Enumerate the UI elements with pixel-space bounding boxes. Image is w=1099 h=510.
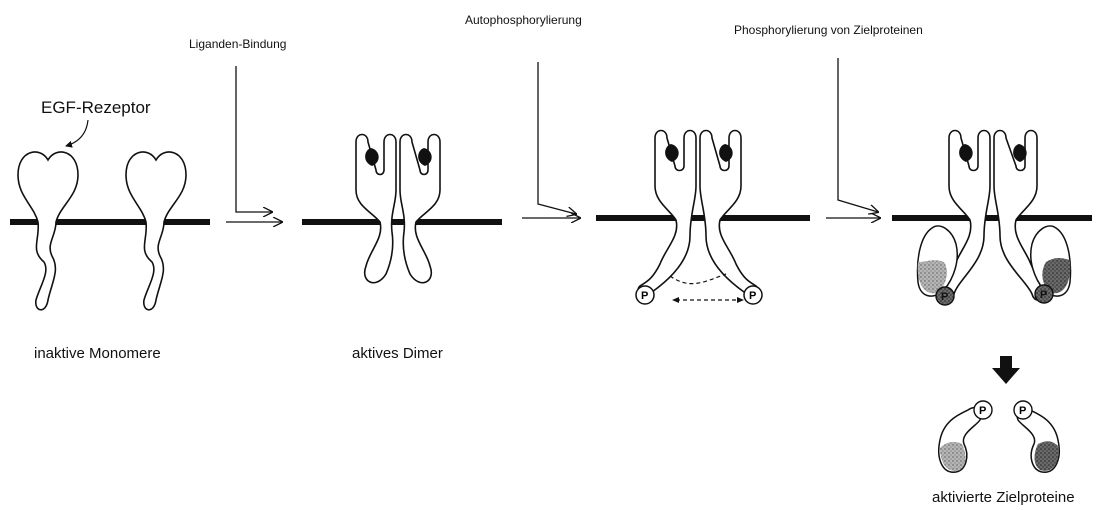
phosphate-right-3: P bbox=[744, 286, 762, 304]
svg-text:P: P bbox=[749, 290, 756, 302]
step-arrow-3 bbox=[838, 58, 878, 212]
label-activated-targets: aktivierte Zielproteine bbox=[932, 489, 1075, 506]
svg-text:P: P bbox=[941, 291, 948, 303]
target-protein-bound-right: P bbox=[1031, 226, 1071, 303]
label-active-dimer: aktives Dimer bbox=[352, 345, 443, 362]
step-label-target-phosphorylation: Phosphorylierung von Zielproteinen bbox=[734, 23, 923, 37]
phosphate-left-3: P bbox=[636, 286, 654, 304]
release-block-arrow bbox=[992, 356, 1020, 384]
dimer-autophosphorylated bbox=[638, 131, 758, 295]
label-egf-receptor: EGF-Rezeptor bbox=[41, 98, 151, 117]
released-target-right: P bbox=[1014, 401, 1059, 472]
step-label-autophosphorylation: Autophosphorylierung bbox=[465, 13, 582, 27]
membrane-4 bbox=[892, 215, 1092, 221]
receptor-pointer-arrow bbox=[66, 120, 88, 146]
step-arrow-2 bbox=[538, 62, 576, 214]
svg-text:P: P bbox=[1040, 289, 1047, 301]
target-protein-bound-left: P bbox=[918, 226, 958, 305]
membrane-3 bbox=[596, 215, 810, 221]
label-inactive-monomers: inaktive Monomere bbox=[34, 345, 161, 362]
svg-text:P: P bbox=[1019, 405, 1026, 417]
monomer-left bbox=[18, 152, 78, 310]
monomer-right bbox=[126, 152, 186, 310]
membrane-2 bbox=[302, 219, 502, 225]
svg-text:P: P bbox=[979, 405, 986, 417]
step-arrow-1 bbox=[236, 66, 272, 212]
step-label-ligand-binding: Liganden-Bindung bbox=[189, 37, 286, 51]
svg-text:P: P bbox=[641, 290, 648, 302]
released-target-left: P bbox=[939, 401, 992, 472]
